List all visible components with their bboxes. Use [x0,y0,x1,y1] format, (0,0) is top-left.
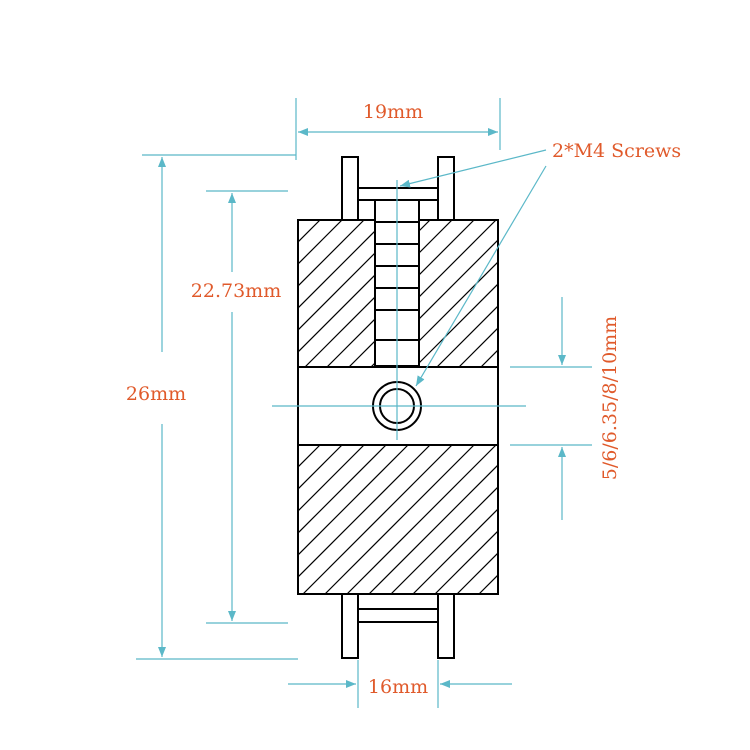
hatch-line [298,220,365,287]
hatch-line [635,220,750,367]
hatch-line [324,445,475,594]
hatch-line [298,220,343,265]
hatch-line [298,220,387,309]
width-bottom-label: 16mm [368,676,428,698]
screw-leader-top [399,149,547,188]
screw-leader-bore [415,165,547,387]
hatch-line [412,508,498,594]
hatch-line [298,445,409,556]
hatch-line [298,445,431,578]
bore-diameter-label: 5/6/6.35/8/10mm [599,316,621,480]
hatch-line [298,445,387,534]
hatch-line [633,445,750,594]
hatch-line [458,327,498,367]
hatch-line [348,220,497,367]
hatch-line [298,445,299,446]
hatch-line [298,445,365,512]
dimension-lines [136,98,592,708]
pulley-body-bottom [297,444,750,595]
width-top-label: 19mm [363,101,423,123]
hatch-line [390,486,498,594]
hatch-line [501,445,650,594]
hatch-line [346,445,497,594]
hatch-line [567,445,716,594]
flange-top [341,156,455,221]
hatch-line [613,220,750,367]
screws-label: 2*M4 Screws [552,140,681,162]
hatch-line [569,220,716,367]
hatch-line [368,464,498,594]
flange-bottom [341,593,455,659]
hatch-line [434,530,498,594]
hatch-line [456,552,498,594]
hatch-line [503,220,650,367]
hatch-line [436,305,498,367]
hatch-line [414,283,498,367]
total-height-label: 26mm [126,383,186,405]
hatch-line [523,445,672,594]
inner-height-label: 22.73mm [191,280,281,302]
hatch-line [298,445,343,490]
hatch-line [611,445,750,594]
hatch-line [302,445,453,594]
